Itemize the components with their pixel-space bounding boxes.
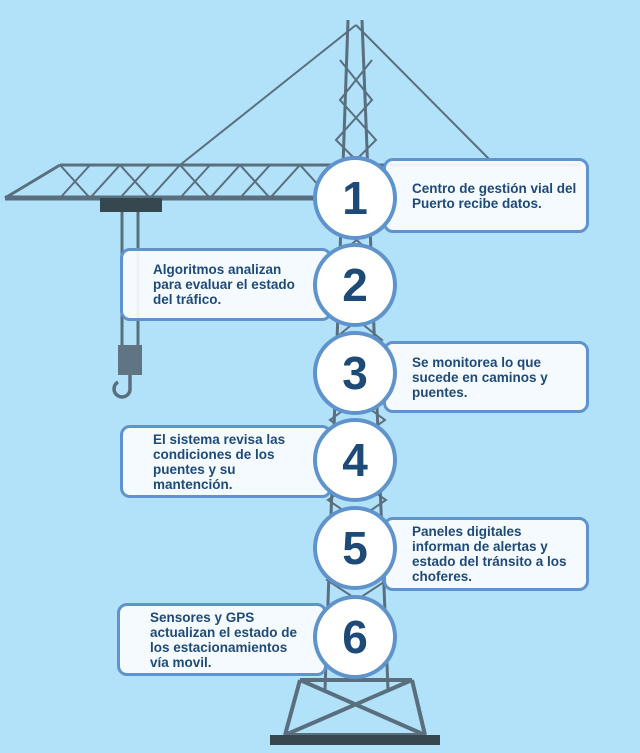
step-5-number: 5 — [313, 506, 397, 590]
step-3-number: 3 — [313, 331, 397, 415]
step-2-number: 2 — [313, 243, 397, 327]
step-1-number: 1 — [313, 156, 397, 240]
step-1-text: Centro de gestión vial del Puerto recibe… — [412, 180, 577, 211]
step-3-text: Se monitorea lo que sucede en caminos y … — [412, 354, 548, 400]
step-5-text: Paneles digitales informan de alertas y … — [412, 524, 567, 584]
step-4-text: El sistema revisa las condiciones de los… — [153, 431, 286, 492]
step-6-box: Sensores y GPS actualizan el estado de l… — [117, 603, 327, 676]
step-3-box: Se monitorea lo que sucede en caminos y … — [383, 341, 589, 413]
step-4-box: El sistema revisa las condiciones de los… — [120, 425, 332, 498]
step-2-text: Algoritmos analizan para evaluar el esta… — [153, 262, 295, 307]
step-4-number: 4 — [313, 418, 397, 502]
step-5-box: Paneles digitales informan de alertas y … — [383, 517, 589, 591]
step-2-box: Algoritmos analizan para evaluar el esta… — [120, 248, 332, 321]
step-6-text: Sensores y GPS actualizan el estado de l… — [150, 609, 298, 670]
step-1-box: Centro de gestión vial del Puerto recibe… — [383, 158, 589, 233]
step-6-number: 6 — [313, 595, 397, 679]
